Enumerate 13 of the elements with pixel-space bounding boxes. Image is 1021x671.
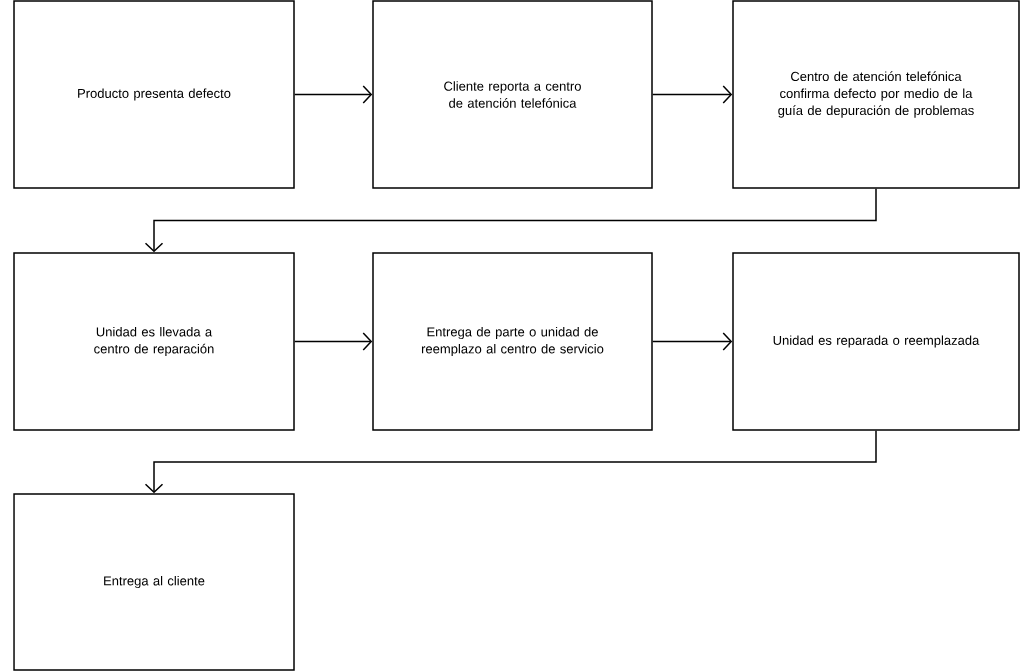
process-box: Entrega al cliente — [13, 493, 295, 671]
arrow — [144, 430, 877, 494]
process-box: Centro de atención telefónica confirma defecto por medio de la guía de depuración de problemas — [732, 0, 1020, 189]
process-box: Producto presenta defecto — [13, 0, 295, 189]
arrow — [294, 332, 373, 351]
arrow — [294, 85, 373, 104]
arrow — [652, 85, 733, 104]
process-box: Entrega de parte o unidad de reemplazo al centro de servicio — [372, 252, 653, 431]
arrow — [144, 188, 877, 253]
process-box: Unidad es llevada a centro de reparación — [13, 252, 295, 431]
arrow — [652, 332, 733, 351]
process-box: Cliente reporta a centro de atención telefónica — [372, 0, 653, 189]
process-box: Unidad es reparada o reemplazada — [732, 252, 1020, 431]
